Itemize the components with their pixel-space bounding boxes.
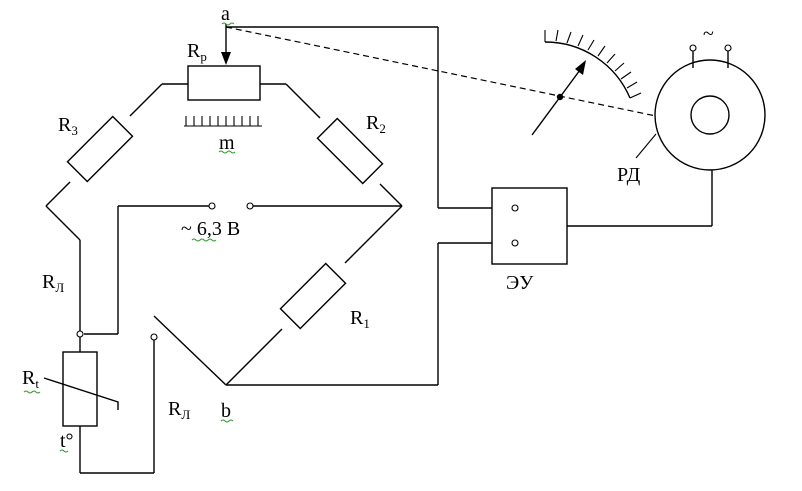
line-terminal-left [76, 330, 84, 338]
rt-label: Rt [22, 367, 39, 391]
resistor-r1 [279, 262, 347, 330]
r2-label: R2 [366, 112, 386, 136]
amplifier-box [491, 187, 568, 265]
mechanical-link-dashed [225, 26, 657, 117]
scale-m [184, 116, 262, 127]
temperature-label: t° [60, 430, 74, 452]
r3-label: R3 [58, 114, 78, 138]
rp-label: Rp [187, 40, 207, 64]
indicator-pointer [531, 60, 586, 136]
motor-terminal-1 [689, 44, 697, 52]
indicator-dial [544, 29, 642, 99]
rl-bottom-label: RЛ [168, 398, 190, 422]
r1-label: R1 [350, 307, 370, 331]
supply-terminal-right [246, 202, 254, 210]
amplifier-label: ЭУ [506, 272, 534, 294]
node-b-label: b [221, 400, 231, 422]
motor-terminal-2 [724, 44, 732, 52]
rl-left-label: RЛ [42, 271, 64, 295]
ac-symbol: ~ [703, 23, 714, 45]
supply-voltage-label: ~ 6,3 В [181, 218, 240, 240]
motor-leader-line [635, 133, 657, 159]
wiring [45, 26, 713, 474]
resistor-r3 [66, 115, 134, 183]
scale-m-label: m [219, 132, 235, 154]
motor-rotor [690, 95, 730, 135]
thermistor-nonlinear-mark [43, 377, 119, 410]
amplifier-input-2 [511, 239, 519, 247]
line-terminal-bottom [150, 333, 158, 341]
motor-label: РД [617, 164, 641, 186]
rheostat-rp [187, 65, 261, 101]
amplifier-input-1 [511, 204, 519, 212]
slider-contact-arrow [221, 24, 231, 65]
resistor-r2 [316, 117, 384, 185]
node-a-label: a [221, 3, 230, 25]
supply-terminal-left [208, 202, 216, 210]
